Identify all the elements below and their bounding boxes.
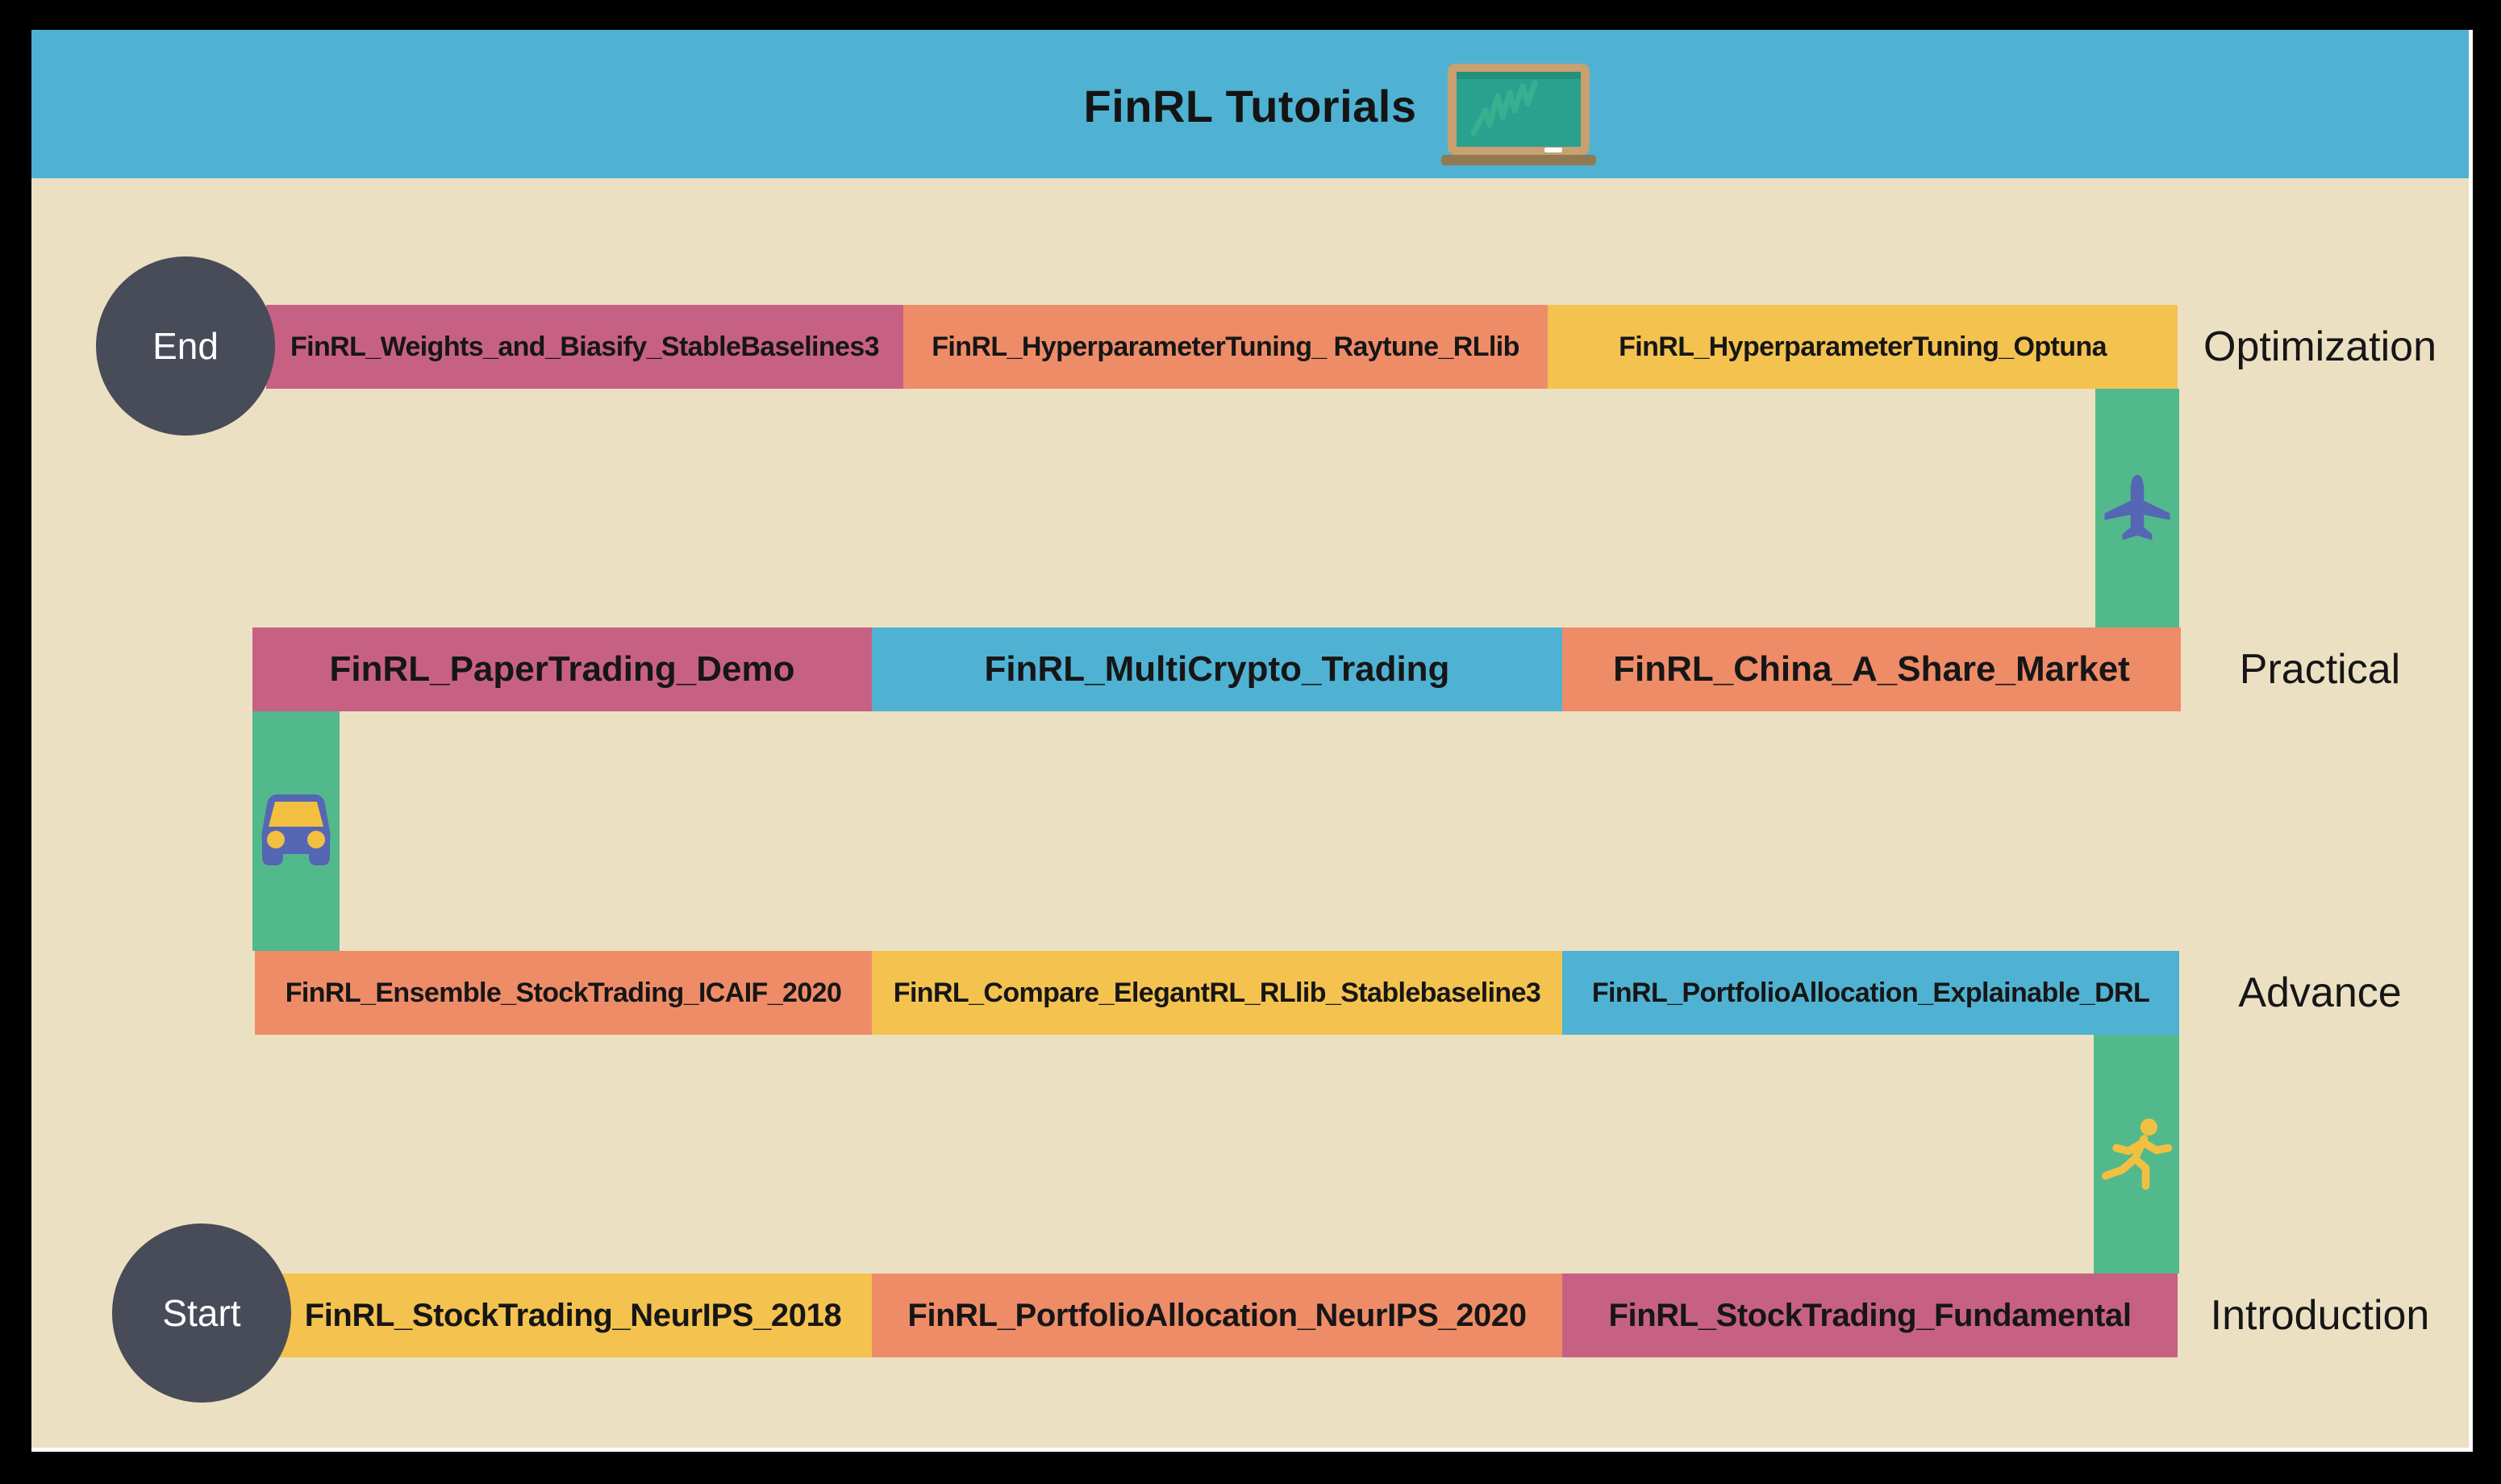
tutorial-block[interactable]: FinRL_PaperTrading_Demo (252, 627, 872, 711)
chalkboard-chart-icon (1441, 64, 1596, 165)
start-node: Start (112, 1223, 291, 1403)
car-icon (261, 794, 331, 865)
tutorial-block[interactable]: FinRL_MultiCrypto_Trading (872, 627, 1562, 711)
level-label-optimization: Optimization (2203, 323, 2436, 370)
tutorial-block[interactable]: FinRL_HyperparameterTuning_Optuna (1548, 305, 2178, 389)
tutorial-block[interactable]: FinRL_StockTrading_NeurIPS_2018 (274, 1273, 872, 1357)
tutorial-block[interactable]: FinRL_StockTrading_Fundamental (1562, 1273, 2178, 1357)
running-person-icon (2101, 1118, 2173, 1190)
level-label-introduction: Introduction (2210, 1292, 2430, 1339)
page-title: FinRL Tutorials (1083, 81, 1417, 131)
connector-optimization-practical (2095, 389, 2179, 627)
connector-advance-introduction (2094, 1035, 2179, 1273)
tutorial-block[interactable]: FinRL_HyperparameterTuning_ Raytune_RLli… (903, 305, 1548, 389)
end-node-label: End (152, 325, 219, 367)
end-node: End (96, 256, 275, 436)
connector-practical-advance (252, 711, 340, 951)
tutorial-block[interactable]: FinRL_PortfolioAllocation_NeurIPS_2020 (872, 1273, 1562, 1357)
start-node-label: Start (162, 1292, 241, 1334)
tutorial-block[interactable]: FinRL_China_A_Share_Market (1562, 627, 2181, 711)
diagram-canvas: FinRL Tutorials (31, 30, 2473, 1452)
level-label-practical: Practical (2239, 646, 2401, 693)
airplane-icon (2104, 474, 2170, 540)
tutorial-block[interactable]: FinRL_Ensemble_StockTrading_ICAIF_2020 (255, 951, 872, 1035)
header-bar: FinRL Tutorials (31, 30, 2469, 178)
tutorial-block[interactable]: FinRL_Compare_ElegantRL_RLlib_Stablebase… (872, 951, 1562, 1035)
level-label-advance: Advance (2238, 969, 2402, 1016)
tutorial-block[interactable]: FinRL_PortfolioAllocation_Explainable_DR… (1562, 951, 2179, 1035)
tutorial-block[interactable]: FinRL_Weights_and_Biasify_StableBaseline… (266, 305, 903, 389)
